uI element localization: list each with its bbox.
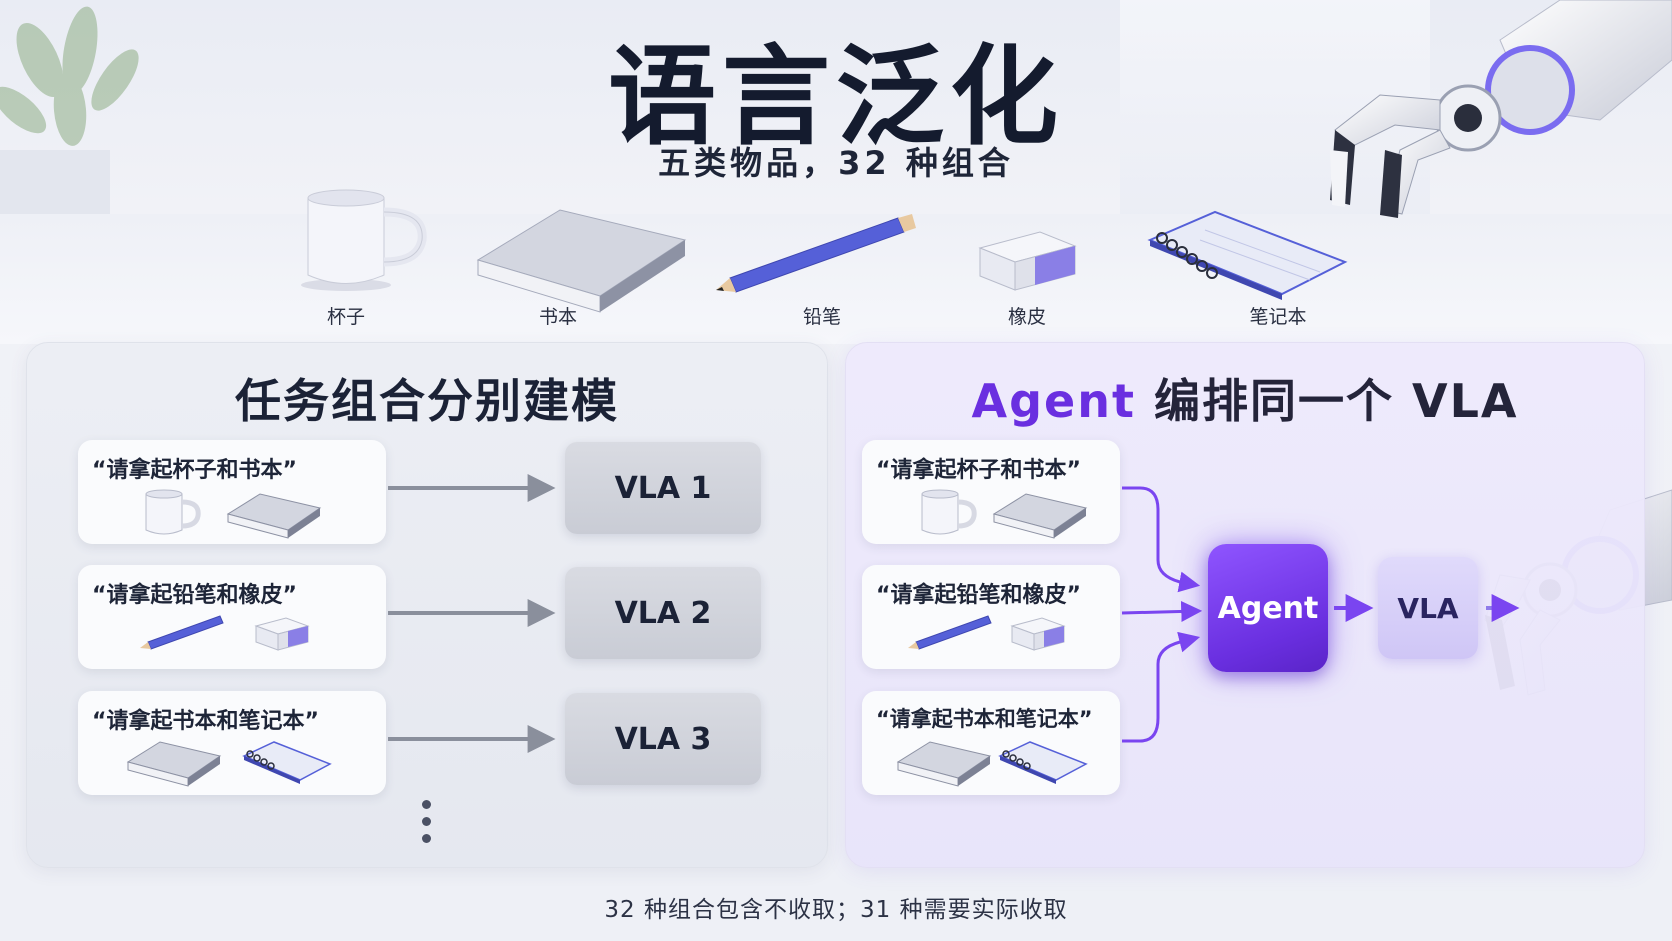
prompt-text: “请拿起铅笔和橡皮”	[92, 583, 297, 608]
pencil-icon	[139, 615, 224, 650]
item-label-notebook: 笔记本	[1249, 306, 1307, 328]
connector-arrow-icon	[1122, 631, 1201, 743]
book-icon	[127, 741, 221, 787]
footer-note: 32 种组合包含不收取；31 种需要实际收取	[604, 897, 1068, 923]
vla-node: VLA	[1378, 557, 1478, 659]
eraser-icon	[978, 231, 1077, 291]
pencil-icon	[716, 214, 916, 293]
vla-model-3: VLA 3	[565, 693, 761, 785]
item-label-book: 书本	[538, 306, 578, 328]
background-window	[1120, 0, 1300, 240]
right-panel-title-accent: Agent	[971, 374, 1136, 428]
prompt-text: “请拿起书本和笔记本”	[92, 709, 319, 734]
left-panel-title: 任务组合分别建模	[235, 374, 619, 428]
notebook-icon	[1147, 210, 1348, 300]
right-prompt-card-2: “请拿起铅笔和橡皮”	[862, 565, 1120, 669]
mug-icon	[301, 189, 427, 291]
eraser-icon	[255, 617, 309, 651]
left-prompt-card-2: “请拿起铅笔和橡皮”	[78, 565, 386, 669]
right-panel-title-rest: 编排同一个 VLA	[1135, 374, 1519, 428]
item-label-pencil: 铅笔	[802, 306, 842, 328]
left-prompt-card-3: “请拿起书本和笔记本”	[78, 691, 386, 795]
book-icon	[897, 741, 991, 787]
more-dots-icon	[422, 800, 432, 851]
book-icon	[993, 493, 1087, 539]
notebook-icon	[999, 741, 1087, 785]
item-label-mug: 杯子	[326, 306, 366, 328]
prompt-text: “请拿起铅笔和橡皮”	[876, 583, 1081, 608]
eraser-icon	[1011, 617, 1065, 651]
connector-arrow-icon	[1122, 486, 1201, 593]
connector-arrow-icon	[1121, 600, 1203, 622]
vla-model-1: VLA 1	[565, 442, 761, 534]
agent-node: Agent	[1208, 544, 1328, 672]
pencil-icon	[907, 615, 992, 650]
mug-icon	[146, 490, 198, 534]
plant-decoration	[0, 6, 139, 230]
page-subtitle: 五类物品，32 种组合	[658, 144, 1014, 182]
mug-icon	[922, 490, 974, 534]
table-surface	[0, 214, 1672, 344]
left-prompt-card-1: “请拿起杯子和书本”	[78, 440, 386, 544]
vla-model-2: VLA 2	[565, 567, 761, 659]
prompt-text: “请拿起书本和笔记本”	[876, 707, 1093, 731]
prompt-text: “请拿起杯子和书本”	[92, 458, 297, 483]
notebook-icon	[243, 741, 331, 785]
page-title: 语言泛化	[607, 35, 1064, 160]
right-prompt-card-1: “请拿起杯子和书本”	[862, 440, 1120, 544]
book-icon	[476, 209, 687, 313]
item-label-eraser: 橡皮	[1007, 306, 1047, 328]
book-icon	[227, 493, 321, 539]
right-prompt-card-3: “请拿起书本和笔记本”	[862, 691, 1120, 795]
right-panel-title: Agent 编排同一个 VLA	[846, 365, 1644, 431]
prompt-text: “请拿起杯子和书本”	[876, 458, 1081, 483]
